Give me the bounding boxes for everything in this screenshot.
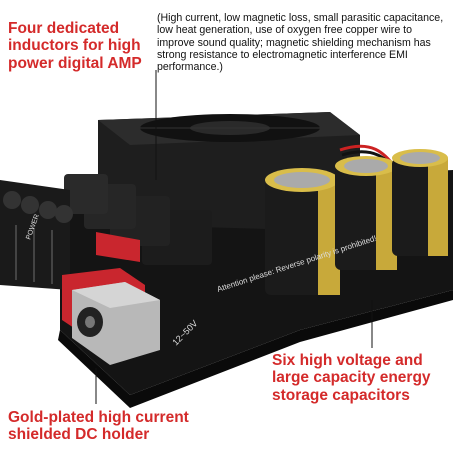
capacitor-2 (335, 156, 397, 270)
capacitors-callout: Six high voltage and large capacity ener… (272, 352, 431, 404)
red-connector (96, 232, 140, 262)
dc-holder-callout: Gold-plated high current shielded DC hol… (8, 409, 189, 444)
capacitor-1 (265, 168, 340, 295)
inductors-description: (High current, low magnetic loss, small … (157, 12, 444, 74)
capacitors (265, 149, 448, 295)
dc-jack (62, 268, 160, 365)
inductor-4 (64, 174, 108, 214)
pcb-edge (58, 290, 453, 408)
capacitor-3 (392, 149, 448, 256)
inductors-callout: Four dedicated inductors for high power … (8, 20, 142, 72)
terminal-block (0, 180, 73, 290)
inductors (64, 174, 212, 265)
